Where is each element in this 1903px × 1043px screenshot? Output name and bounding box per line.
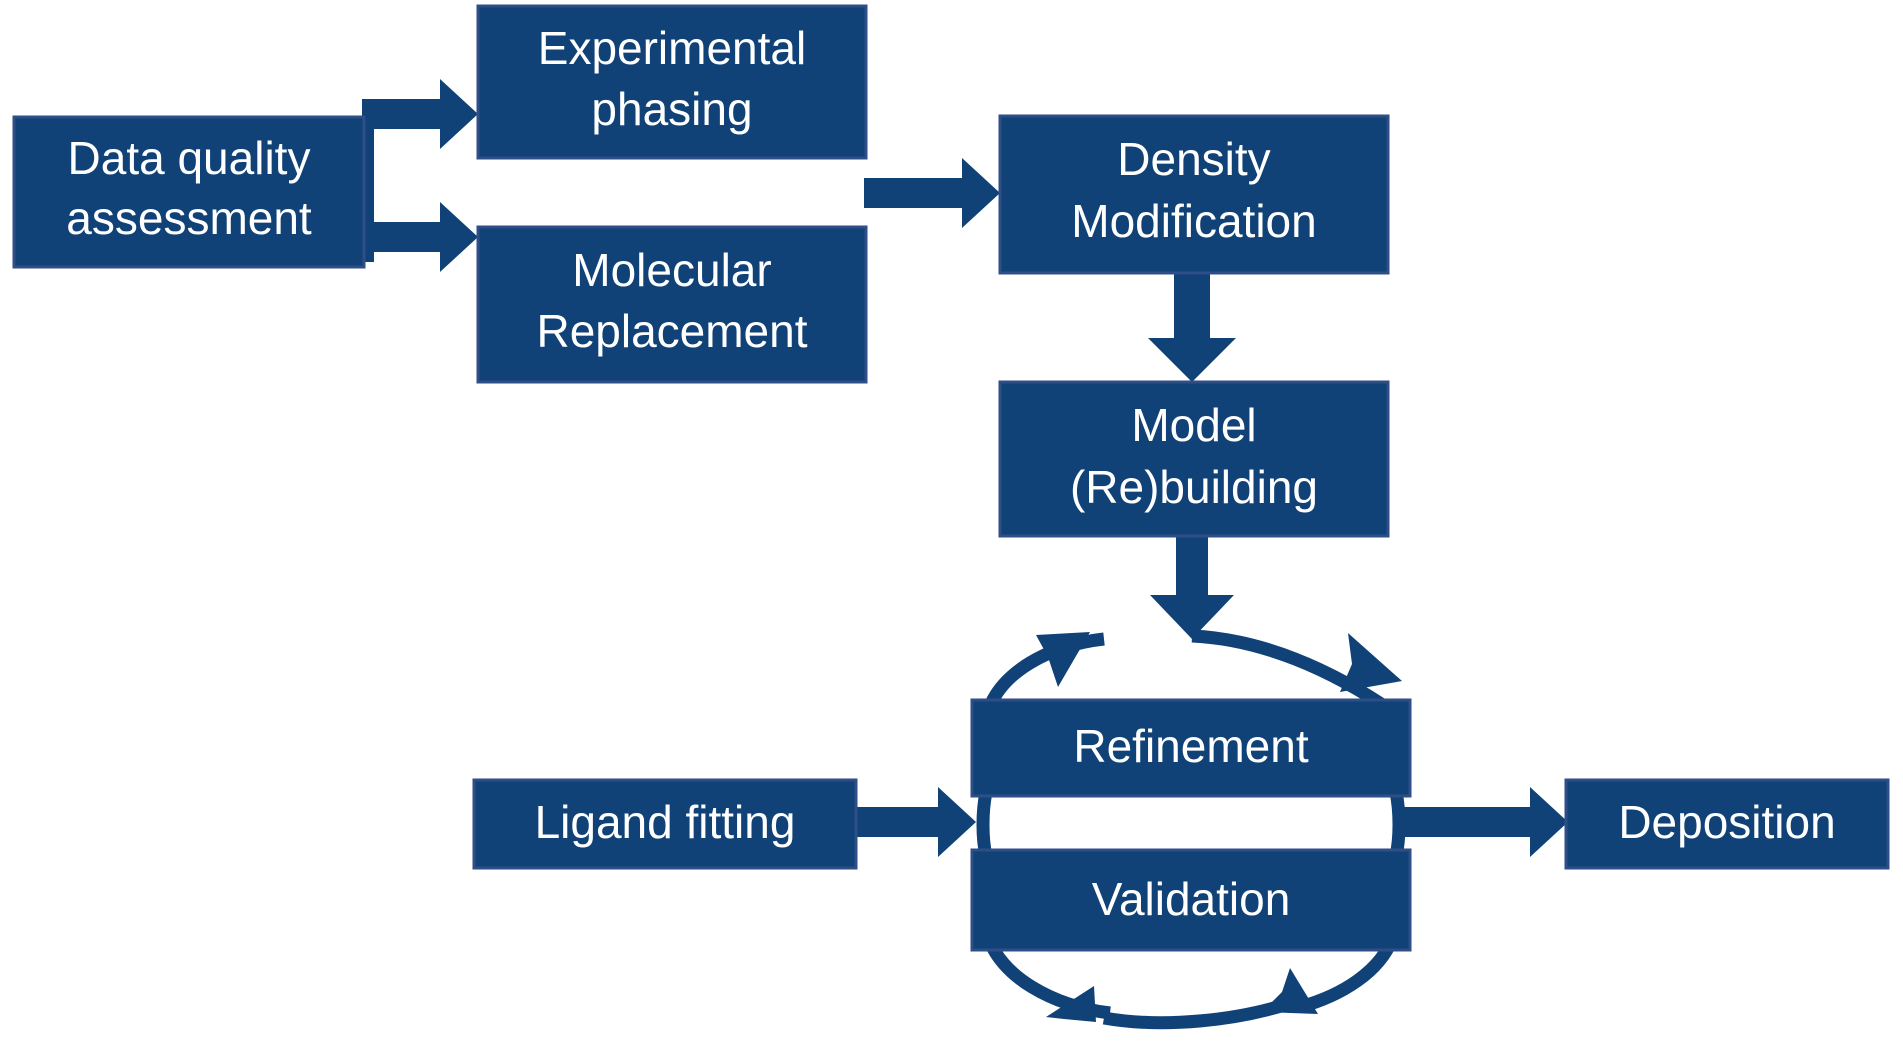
node-box[interactable] <box>970 698 1412 798</box>
node-validation[interactable]: Validation <box>970 848 1412 952</box>
node-box[interactable] <box>12 115 366 269</box>
node-box[interactable] <box>998 380 1390 538</box>
node-box[interactable] <box>476 4 868 160</box>
edge-density-to-model <box>1148 273 1236 382</box>
edge-dqa-to-experimental-phasing <box>354 79 478 272</box>
node-molecular-replacement[interactable]: Molecular Replacement <box>476 225 868 384</box>
node-box[interactable] <box>476 225 868 384</box>
node-refinement[interactable]: Refinement <box>970 698 1412 798</box>
node-density-modification[interactable]: Density Modification <box>998 114 1390 275</box>
node-experimental-phasing[interactable]: Experimental phasing <box>476 4 868 160</box>
node-ligand-fitting[interactable]: Ligand fitting <box>472 778 858 870</box>
edge-cycle-to-deposition <box>1398 787 1568 857</box>
edge-ligand-to-cycle <box>854 787 976 857</box>
node-model-rebuilding[interactable]: Model (Re)building <box>998 380 1390 538</box>
node-box[interactable] <box>998 114 1390 275</box>
node-box[interactable] <box>472 778 858 870</box>
node-box[interactable] <box>970 848 1412 952</box>
node-data-quality-assessment[interactable]: Data quality assessment <box>12 115 366 269</box>
edge-phasing-to-density-modification <box>864 158 1000 228</box>
node-box[interactable] <box>1564 778 1890 870</box>
edge-refinement-validation-cycle <box>976 629 1406 1030</box>
node-deposition[interactable]: Deposition <box>1564 778 1890 870</box>
edge-model-to-cycle <box>1150 536 1234 639</box>
